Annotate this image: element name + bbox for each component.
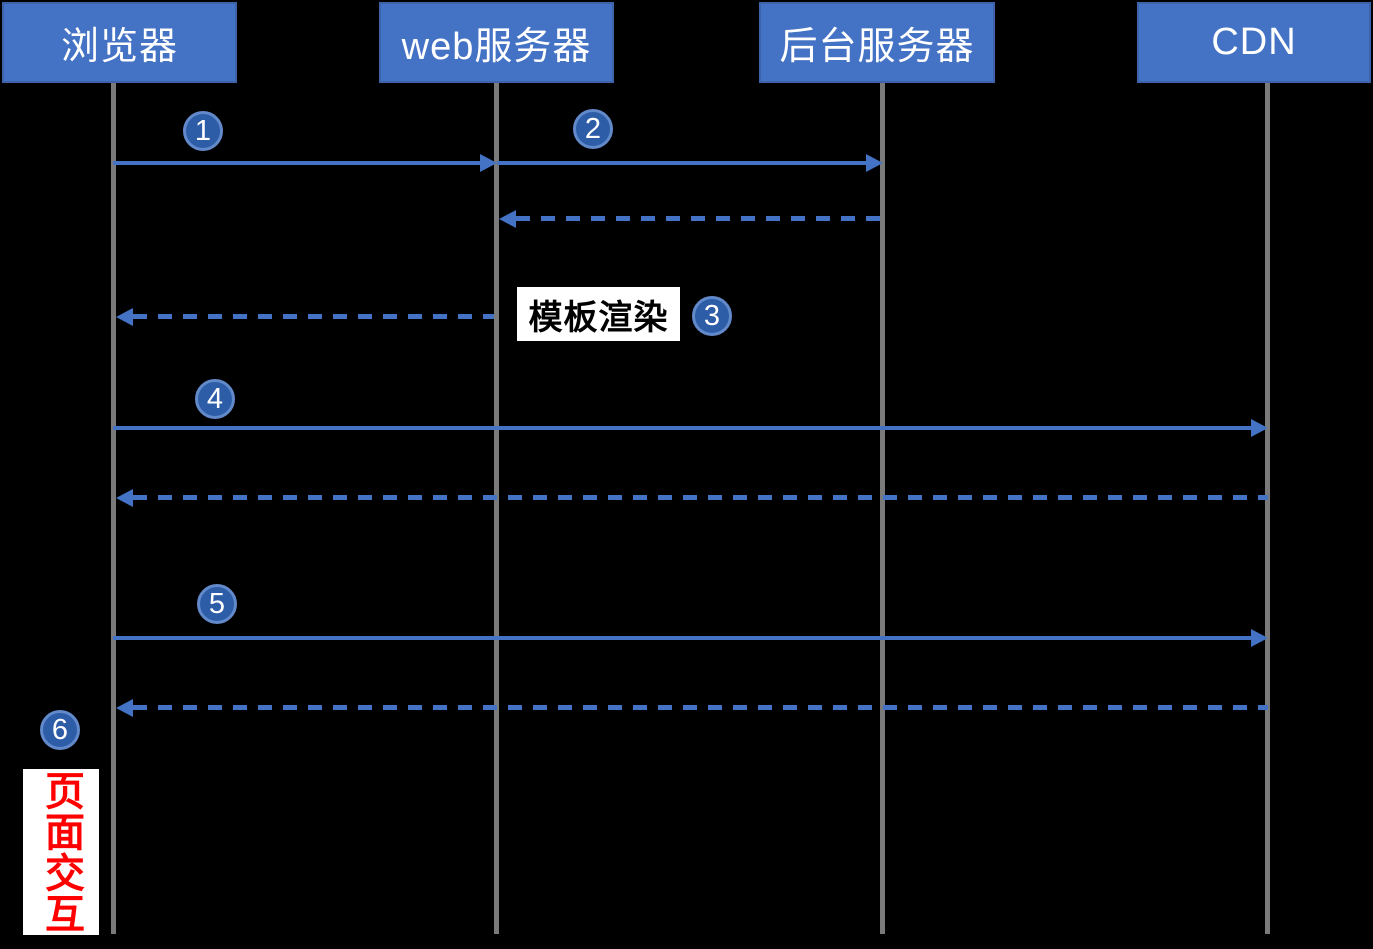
actor-label-browser: 浏览器 — [60, 26, 178, 68]
arrowhead-right-icon — [480, 154, 497, 172]
message-line-4 — [113, 426, 1253, 430]
step-badge-1: 1 — [183, 111, 223, 151]
actor-box-web-server: web服务器 — [379, 2, 614, 83]
step-badge-5: 5 — [197, 584, 237, 624]
step-number: 6 — [51, 713, 69, 746]
arrowhead-left-icon — [116, 489, 133, 507]
return-line-cdn-to-browser-2 — [133, 705, 1268, 710]
lifeline-browser — [111, 83, 116, 934]
note-page-interaction-label: 页面交互 — [39, 770, 83, 934]
actor-label-web-server: web服务器 — [401, 26, 592, 68]
step-badge-4: 4 — [195, 379, 235, 419]
note-template-render-label: 模板渲染 — [528, 298, 669, 337]
actor-label-cdn: CDN — [1211, 21, 1297, 63]
actor-box-cdn: CDN — [1137, 2, 1371, 83]
return-line-cdn-to-browser-1 — [133, 495, 1268, 500]
step-number: 5 — [208, 587, 226, 620]
step-number: 2 — [584, 112, 602, 145]
lifeline-cdn — [1265, 83, 1270, 934]
arrowhead-left-icon — [116, 699, 133, 717]
actor-label-backend-server: 后台服务器 — [779, 26, 975, 68]
step-badge-2: 2 — [573, 109, 613, 149]
note-template-render: 模板渲染 — [517, 287, 680, 341]
arrowhead-right-icon — [1251, 629, 1268, 647]
arrowhead-right-icon — [1251, 419, 1268, 437]
step-number: 3 — [703, 299, 721, 332]
arrowhead-right-icon — [866, 154, 883, 172]
step-number: 4 — [206, 382, 224, 415]
step-badge-6: 6 — [40, 710, 80, 750]
actor-box-browser: 浏览器 — [2, 2, 237, 83]
message-line-2 — [497, 161, 868, 165]
note-page-interaction: 页面交互 — [23, 769, 99, 935]
step-number: 1 — [194, 114, 212, 147]
lifeline-web-server — [494, 83, 499, 934]
actor-box-backend-server: 后台服务器 — [759, 2, 995, 83]
lifeline-backend-server — [880, 83, 885, 934]
return-line-web-to-browser — [133, 314, 494, 319]
step-badge-3: 3 — [692, 296, 732, 336]
message-line-1 — [113, 161, 482, 165]
message-line-5 — [113, 636, 1253, 640]
return-line-backend-to-web — [516, 216, 880, 221]
arrowhead-left-icon — [116, 308, 133, 326]
arrowhead-left-icon — [499, 210, 516, 228]
